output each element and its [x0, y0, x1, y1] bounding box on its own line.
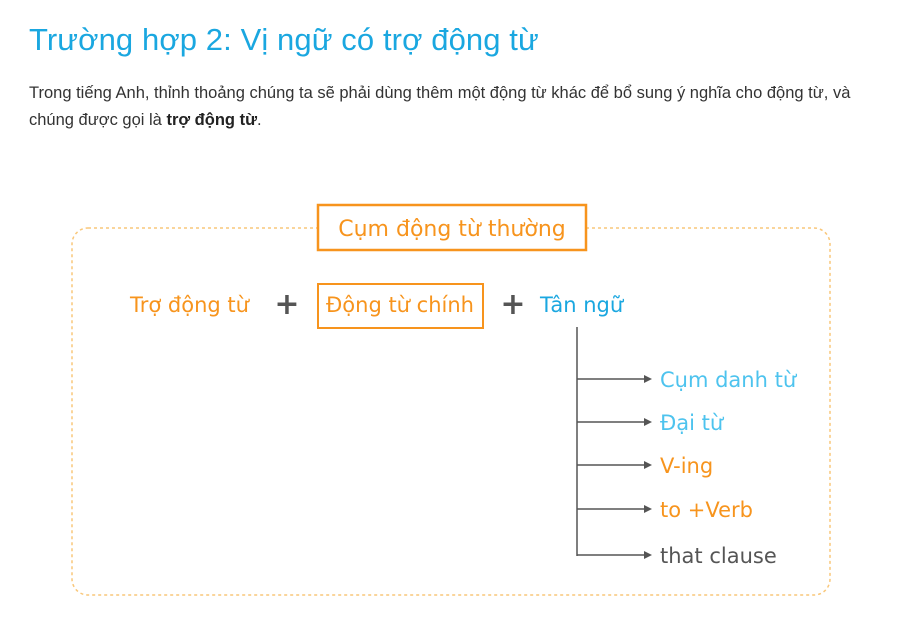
arrowhead-icon [644, 551, 652, 559]
group-label-box [316, 203, 588, 252]
plus-icon: + [500, 287, 525, 322]
object-type-label: Đại từ [660, 411, 725, 435]
object-type-label: that clause [660, 544, 777, 568]
arrowhead-icon [644, 418, 652, 426]
aux-verb-label: Trợ động từ [129, 293, 251, 317]
object-label: Tân ngữ [539, 293, 625, 317]
page-title: Trường hợp 2: Vị ngữ có trợ động từ [29, 22, 539, 57]
object-type-branches: Cụm danh từ Đại từ V-ing to +Verb that claus… [577, 368, 798, 568]
arrowhead-icon [644, 461, 652, 469]
arrowhead-icon [644, 375, 652, 383]
main-verb-label: Động từ chính [326, 293, 474, 317]
main-verb-box [317, 283, 484, 329]
object-type-label: to +Verb [660, 498, 753, 522]
object-type-label: V-ing [660, 454, 713, 478]
arrowhead-icon [644, 505, 652, 513]
intro-text: Trong tiếng Anh, thỉnh thoảng chúng ta s… [29, 84, 851, 129]
intro-period: . [257, 111, 262, 129]
group-label: Cụm động từ thường [338, 217, 566, 242]
intro-paragraph: Trong tiếng Anh, thỉnh thoảng chúng ta s… [29, 80, 879, 134]
object-type-label: Cụm danh từ [660, 368, 798, 392]
intro-keyword: trợ động từ [166, 111, 258, 129]
plus-icon: + [274, 287, 299, 322]
